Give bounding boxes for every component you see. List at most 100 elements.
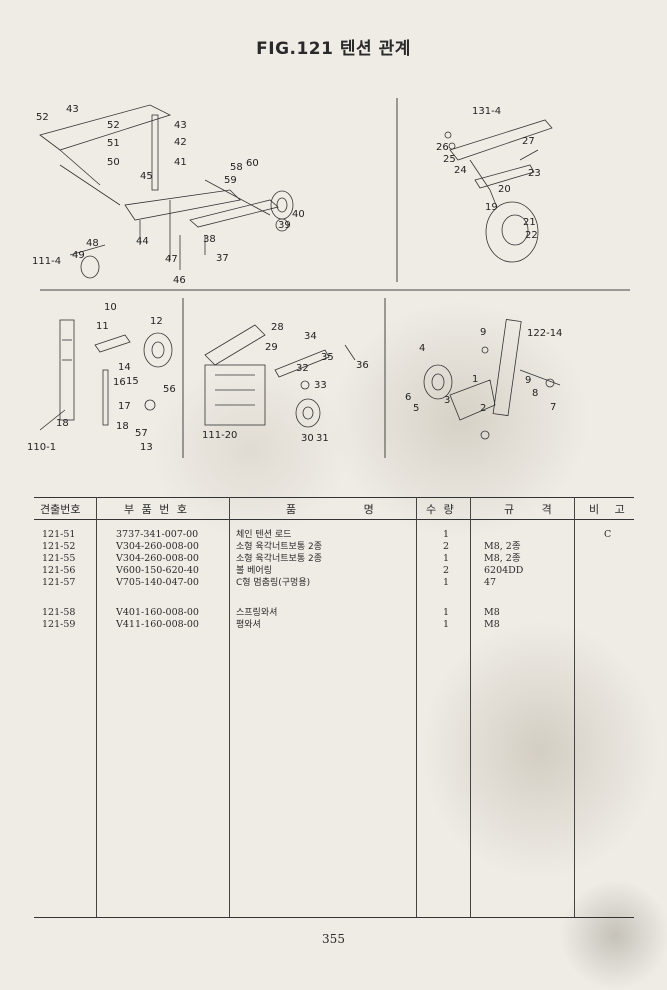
cell-part-no: 3737-341-007-00 xyxy=(116,529,199,540)
cell-note: C xyxy=(604,529,612,540)
callout-label: 26 xyxy=(436,142,449,153)
callout-label: 56 xyxy=(163,384,176,395)
callout-label: 111-4 xyxy=(32,256,62,267)
cell-quantity: 1 xyxy=(443,553,450,564)
cell-part-name: 평와셔 xyxy=(236,620,261,630)
diagram-panel-1 xyxy=(39,104,294,279)
callout-label: 131-4 xyxy=(472,106,502,117)
table-row: 121-56 V600-150-620-40 볼 베어링 2 6204DD xyxy=(34,565,634,577)
callout-label: 5 xyxy=(413,403,420,414)
cell-part-name: C형 멈춤링(구멍용) xyxy=(236,578,311,588)
callout-label: 10 xyxy=(104,302,117,313)
callout-label: 8 xyxy=(532,388,539,399)
callout-label: 52 xyxy=(107,120,120,131)
callout-label: 30 xyxy=(301,433,314,444)
table-row: 121-57 V705-140-047-00 C형 멈춤링(구멍용) 1 47 xyxy=(34,577,634,589)
column-divider xyxy=(470,497,471,917)
table-row: 121-51 3737-341-007-00 체인 텐션 로드 1 C xyxy=(34,529,634,541)
callout-label: 41 xyxy=(174,157,187,168)
callout-label: 38 xyxy=(203,234,216,245)
table-top-rule xyxy=(34,497,634,498)
callout-label: 18 xyxy=(116,421,129,432)
cell-ref-no: 121-55 xyxy=(42,553,76,564)
callout-label: 18 xyxy=(56,418,69,429)
cell-ref-no: 121-59 xyxy=(42,619,76,630)
table-row: 121-59 V411-160-008-00 평와셔 1 M8 xyxy=(34,619,634,631)
callout-label: 16 xyxy=(113,377,126,388)
callout-label: 15 xyxy=(126,376,139,387)
table-row: 121-52 V304-260-008-00 소형 육각너트보통 2종 2 M8… xyxy=(34,541,634,553)
callout-label: 24 xyxy=(454,165,467,176)
callout-label: 58 xyxy=(230,162,243,173)
cell-part-no: V600-150-620-40 xyxy=(116,565,199,576)
callout-label: 37 xyxy=(216,253,229,264)
cell-part-name: 체인 텐션 로드 xyxy=(236,530,292,540)
callout-label: 21 xyxy=(523,217,536,228)
callout-label: 27 xyxy=(522,136,535,147)
callout-label: 2 xyxy=(480,403,487,414)
callout-label: 45 xyxy=(140,171,153,182)
callout-label: 48 xyxy=(86,238,99,249)
cell-part-no: V304-260-008-00 xyxy=(116,541,199,552)
callout-label: 39 xyxy=(278,220,291,231)
cell-part-name: 소형 육각너트보통 2종 xyxy=(236,554,322,564)
callout-label: 3 xyxy=(444,395,451,406)
callout-label: 35 xyxy=(321,352,334,363)
callout-label: 43 xyxy=(174,120,187,131)
diagram-panel-3 xyxy=(40,319,173,431)
cell-spec: 6204DD xyxy=(484,565,524,576)
callout-label: 32 xyxy=(296,363,309,374)
header-ref-no: 견출번호 xyxy=(40,503,81,516)
callout-label: 14 xyxy=(118,362,131,373)
cell-quantity: 1 xyxy=(443,529,450,540)
column-divider xyxy=(574,497,575,917)
callout-label: 51 xyxy=(107,138,120,149)
cell-part-name: 볼 베어링 xyxy=(236,566,272,576)
column-divider xyxy=(96,497,97,917)
callout-label: 52 xyxy=(36,112,49,123)
callout-label: 47 xyxy=(165,254,178,265)
callout-label: 31 xyxy=(316,433,329,444)
page-number: 355 xyxy=(322,932,345,946)
callout-label: 33 xyxy=(314,380,327,391)
callout-label: 34 xyxy=(304,331,317,342)
callout-label: 12 xyxy=(150,316,163,327)
cell-part-name: 스프링와셔 xyxy=(236,608,278,618)
cell-ref-no: 121-51 xyxy=(42,529,76,540)
callout-label: 17 xyxy=(118,401,131,412)
cell-part-no: V411-160-008-00 xyxy=(116,619,199,630)
callout-label: 23 xyxy=(528,168,541,179)
column-divider xyxy=(229,497,230,917)
callout-label: 25 xyxy=(443,154,456,165)
callout-label: 22 xyxy=(525,230,538,241)
table-bottom-rule xyxy=(34,917,634,918)
cell-quantity: 1 xyxy=(443,577,450,588)
callout-label: 28 xyxy=(271,322,284,333)
callout-label: 20 xyxy=(498,184,511,195)
cell-part-no: V705-140-047-00 xyxy=(116,577,199,588)
callout-label: 43 xyxy=(66,104,79,115)
cell-spec: M8 xyxy=(484,607,500,618)
parts-table: 견출번호 부 품 번 호 품 명 수 량 규 격 비 고 121-51 3737… xyxy=(34,497,634,917)
callout-label: 13 xyxy=(140,442,153,453)
cell-ref-no: 121-56 xyxy=(42,565,76,576)
cell-part-name: 소형 육각너트보통 2종 xyxy=(236,542,322,552)
callout-label: 6 xyxy=(405,392,412,403)
header-quantity: 수 량 xyxy=(426,503,456,516)
callout-label: 42 xyxy=(174,137,187,148)
callout-label: 29 xyxy=(265,342,278,353)
callout-label: 11 xyxy=(96,321,109,332)
callout-label: 122-14 xyxy=(527,328,563,339)
cell-quantity: 1 xyxy=(443,619,450,630)
callout-label: 7 xyxy=(550,402,557,413)
column-divider xyxy=(416,497,417,917)
page-title: FIG.121 텐션 관계 xyxy=(256,39,411,59)
cell-ref-no: 121-58 xyxy=(42,607,76,618)
header-spec: 규 격 xyxy=(504,503,554,516)
callout-label: 9 xyxy=(525,375,532,386)
callout-label: 60 xyxy=(246,158,259,169)
cell-ref-no: 121-57 xyxy=(42,577,76,588)
header-part-no: 부 품 번 호 xyxy=(124,503,189,516)
callout-label: 111-20 xyxy=(202,430,238,441)
